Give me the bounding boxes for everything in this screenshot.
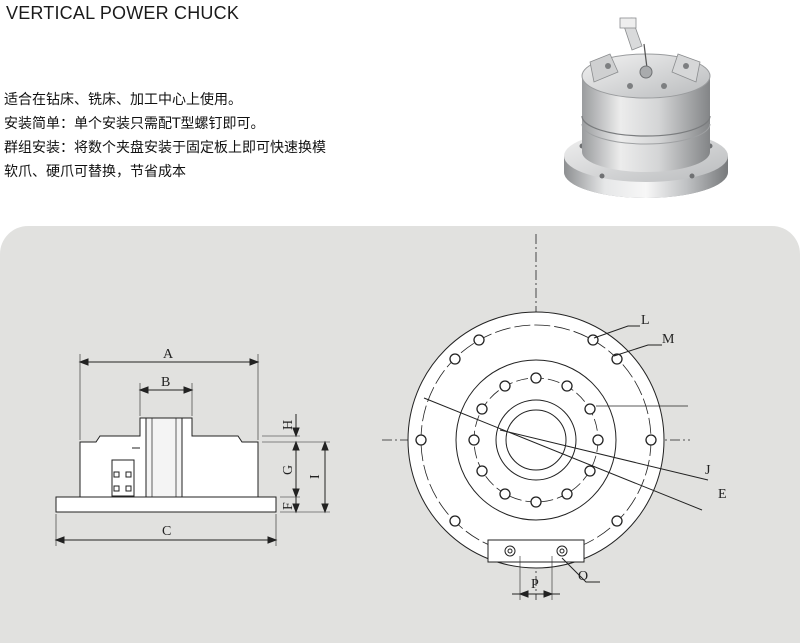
dim-label-j: J: [705, 463, 711, 478]
feature-list: 适合在钻床、铣床、加工中心上使用。 安装简单：单个安装只需配T型螺钉即可。 群组…: [4, 88, 326, 184]
dim-label-b: B: [161, 375, 170, 390]
dim-label-m: M: [662, 332, 675, 347]
dim-label-o: O: [578, 569, 588, 584]
dim-label-a: A: [163, 347, 174, 362]
page-title: VERTICAL POWER CHUCK: [6, 3, 240, 23]
feature-line: 软爪、硬爪可替换，节省成本: [4, 164, 186, 180]
drawing-panel: [0, 226, 800, 643]
dim-label-l: L: [641, 313, 650, 328]
dim-label-c: C: [162, 524, 171, 539]
top-view: [382, 234, 709, 600]
dim-label-i: I: [308, 474, 323, 479]
dim-label-f: F: [281, 502, 296, 510]
dim-label-e: E: [718, 487, 727, 502]
product-photo: [564, 17, 728, 198]
dim-label-g: G: [281, 465, 296, 475]
side-view: [54, 354, 330, 546]
dim-label-h: H: [281, 420, 296, 430]
feature-line: 安装简单：单个安装只需配T型螺钉即可。: [4, 116, 265, 132]
dim-label-p: P: [531, 577, 539, 592]
feature-line: 适合在钻床、铣床、加工中心上使用。: [4, 92, 242, 108]
feature-line: 群组安装：将数个夹盘安装于固定板上即可快速换模: [4, 140, 326, 156]
